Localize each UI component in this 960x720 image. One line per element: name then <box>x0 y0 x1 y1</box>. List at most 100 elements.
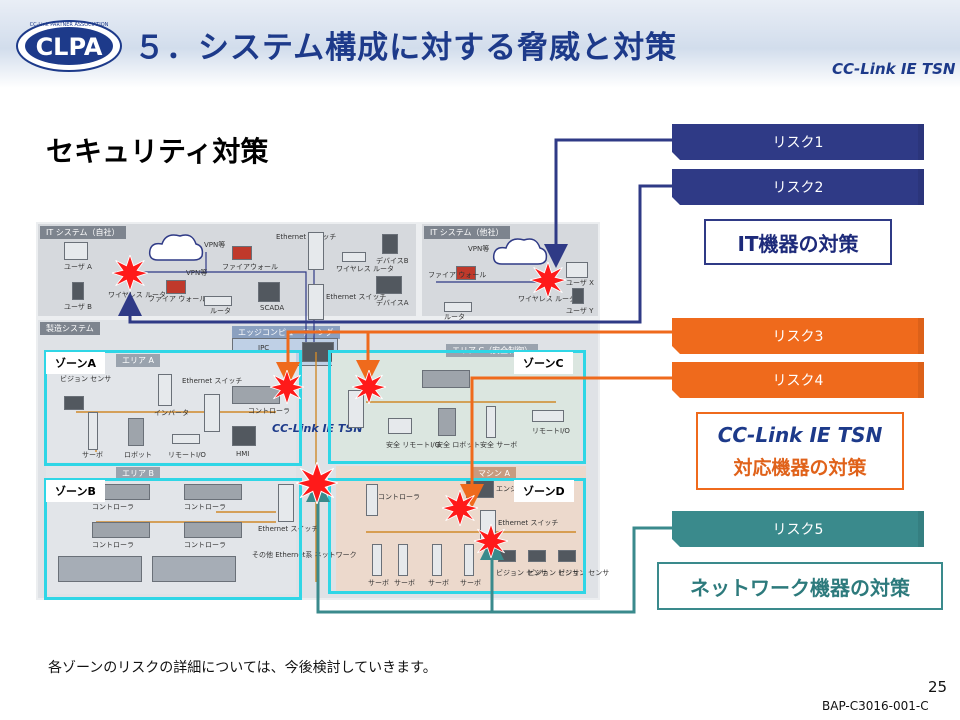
risk-1-text: リスク1 <box>772 135 824 151</box>
vision-label: ビジョン センサ <box>60 375 112 383</box>
controller-b3-label: コントローラ <box>92 541 134 549</box>
risk-3-text: リスク3 <box>772 329 824 345</box>
monitor-user-x-icon <box>566 262 588 278</box>
scada-label: SCADA <box>260 304 285 312</box>
risk-5-label: リスク5 <box>672 511 924 547</box>
zone-c-label: ゾーンC <box>514 352 573 374</box>
svg-text:CLPA: CLPA <box>36 33 103 61</box>
tsn-brand-logo: CC-Link IE TSN <box>718 423 883 447</box>
zone-b-label: ゾーンB <box>46 480 105 502</box>
machine-b2-icon <box>152 556 236 582</box>
phone-user-y-icon <box>572 288 584 304</box>
header-banner <box>0 0 960 88</box>
robot-a-label: ロボット <box>124 451 152 459</box>
device-a-icon <box>376 276 402 294</box>
risk-2-label: リスク2 <box>672 169 924 205</box>
brand-prefix: CC-Link <box>832 60 896 78</box>
document-id: BAP-C3016-001-C <box>822 699 929 713</box>
tsn-brand-suffix: IE TSN <box>809 422 883 447</box>
ethernet-switch-b-label: Ethernet スイッチ <box>258 525 319 533</box>
page-title: ５．システム構成に対する脅威と対策 <box>134 30 678 66</box>
cloud-icon <box>148 234 204 261</box>
manufacturing-label: 製造システム <box>40 322 100 335</box>
wireless3-label: ワイヤレス ルータ <box>518 295 577 303</box>
router-label: ルータ <box>210 307 231 315</box>
robot-a-icon <box>128 418 144 446</box>
tsn-measure-text: 対応機器の対策 <box>733 456 867 479</box>
ipc-label: IPC <box>258 344 270 352</box>
risk-4-text: リスク4 <box>772 373 824 389</box>
zone-a <box>44 350 302 466</box>
servo-a-icon <box>88 412 98 450</box>
firewall-label: ファイアウォール <box>222 263 278 271</box>
user-y-label: ユーザ Y <box>566 307 594 315</box>
page-number: 25 <box>928 678 948 696</box>
vpn-other-label: VPN等 <box>468 245 490 253</box>
controller-b1-label: コントローラ <box>92 503 134 511</box>
risk-2-text: リスク2 <box>772 180 824 196</box>
safety-robot-icon <box>438 408 456 436</box>
vision-sensor-icon <box>64 396 84 410</box>
risk-4-label: リスク4 <box>672 362 924 398</box>
phone-user-b-icon <box>72 282 84 300</box>
diagram-brand-label: CC-Link IE TSN <box>272 422 363 435</box>
risk-5-text: リスク5 <box>772 522 824 538</box>
user-x-label: ユーザ X <box>566 279 594 287</box>
router2-label: ルータ <box>444 313 465 321</box>
system-diagram: IT システム（自社） IT システム（他社） 製造システム エッジコンピューテ… <box>36 222 609 600</box>
ethernet-switch2-icon <box>308 284 324 320</box>
cc-link-ie-tsn-logo: CC-Link IE TSN <box>832 60 955 78</box>
network-measure-box: ネットワーク機器の対策 <box>657 562 943 610</box>
firewall-other-label: ファイア ウォール <box>428 271 487 279</box>
controller-b2-label: コントローラ <box>184 503 226 511</box>
device-b-label: デバイスB <box>376 257 409 265</box>
user-b-label: ユーザ B <box>64 303 92 311</box>
area-b-label: エリア B <box>116 467 161 480</box>
ethernet-switch-label: Ethernet スイッチ <box>276 233 337 241</box>
ethernet-switch-icon <box>308 232 324 270</box>
it-measure-box: IT機器の対策 <box>704 219 892 265</box>
cloud2-icon <box>492 238 548 265</box>
router2-icon <box>444 302 472 312</box>
ethernet-switch-a-icon <box>204 394 220 432</box>
safety-remote-label: 安全 リモートI/O <box>386 441 441 449</box>
zone-b <box>44 478 302 600</box>
ethernet-switch-a-label: Ethernet スイッチ <box>182 377 243 385</box>
firewall-icon <box>232 246 252 260</box>
scada-icon <box>258 282 280 302</box>
wireless2-icon <box>342 252 366 262</box>
wireless-label: ワイヤレス ルータ <box>108 291 167 299</box>
it-system-own-label: IT システム（自社） <box>40 226 126 239</box>
network-measure-text: ネットワーク機器の対策 <box>690 575 910 600</box>
hmi-label: HMI <box>236 450 250 458</box>
section-subtitle: セキュリティ対策 <box>46 135 269 168</box>
servo-a-label: サーボ <box>82 451 103 459</box>
machine-b1-icon <box>58 556 142 582</box>
other-network-label: その他 Ethernet系 ネットワーク <box>252 551 357 559</box>
ethernet-switch-b-icon <box>278 484 294 522</box>
user-a-label: ユーザ A <box>64 263 92 271</box>
zone-d-label: ゾーンD <box>514 480 574 502</box>
svg-text:CC-Link PARTNER ASSOCIATION: CC-Link PARTNER ASSOCIATION <box>30 22 109 28</box>
inverter-icon <box>158 374 172 406</box>
zone-a-label: ゾーンA <box>46 352 105 374</box>
area-a-label: エリア A <box>116 354 161 367</box>
router-icon <box>204 296 232 306</box>
safety-remote-icon <box>388 418 412 434</box>
safety-robot-label: 安全 ロボット <box>436 441 481 449</box>
tsn-measure-box: CC-Link IE TSN 対応機器の対策 <box>696 412 904 490</box>
hmi-icon <box>232 426 256 446</box>
firewall2-icon <box>166 280 186 294</box>
device-b-icon <box>382 234 398 254</box>
controller-b2-icon <box>184 484 242 500</box>
footer-note: 各ゾーンのリスクの詳細については、今後検討していきます。 <box>48 660 437 676</box>
controller-b3-icon <box>92 522 150 538</box>
brand-suffix: IE TSN <box>900 60 956 78</box>
monitor-user-a-icon <box>64 242 88 260</box>
controller-a-label: コントローラ <box>248 407 290 415</box>
device-a-label: デバイスA <box>376 299 409 307</box>
controller-b4-icon <box>184 522 242 538</box>
remote-io-a-icon <box>172 434 200 444</box>
vpn-label: VPN等 <box>204 241 226 249</box>
it-measure-text: IT機器の対策 <box>737 231 859 256</box>
